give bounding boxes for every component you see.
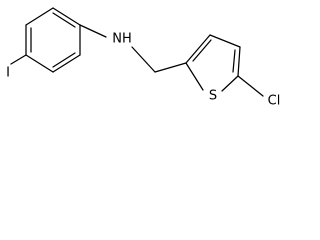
amine-atom-label: NH [112, 32, 132, 47]
thiophene-sulfur-c2 [185, 62, 204, 91]
thiophene-c2-c3 [185, 34, 211, 64]
chlorine-atom-label: Cl [268, 94, 281, 109]
structure-canvas: I NH S Cl [0, 0, 289, 124]
benzene-double-bond-inner-1 [52, 12, 76, 28]
thiophene-double-bond-inner-1 [192, 39, 212, 62]
benzene-double-bond-inner-2 [52, 52, 76, 68]
thiophene-c5-sulfur [221, 75, 239, 92]
thiophene-c4-c5 [237, 46, 241, 77]
methylene-thiophene-bond [154, 62, 187, 73]
benzene-ring [25, 7, 81, 73]
iodine-atom-label: I [6, 66, 10, 81]
chlorine-bond [237, 75, 264, 97]
aryl-nitrogen-bond [79, 24, 107, 38]
iodine-bond [10, 54, 27, 65]
sulfur-atom-label: S [209, 89, 217, 104]
thiophene-double-bond-inner-2 [232, 49, 236, 73]
thiophene-c3-c4 [209, 34, 241, 48]
benzene-bond-3 [52, 54, 81, 73]
benzene-bond-1 [52, 7, 81, 26]
benzene-bond-6 [25, 7, 54, 26]
molecule-diagram: I NH S Cl [6, 7, 281, 109]
benzene-bond-4 [25, 54, 54, 73]
nitrogen-methylene-bond [131, 46, 156, 73]
thiophene-ring [185, 34, 241, 92]
